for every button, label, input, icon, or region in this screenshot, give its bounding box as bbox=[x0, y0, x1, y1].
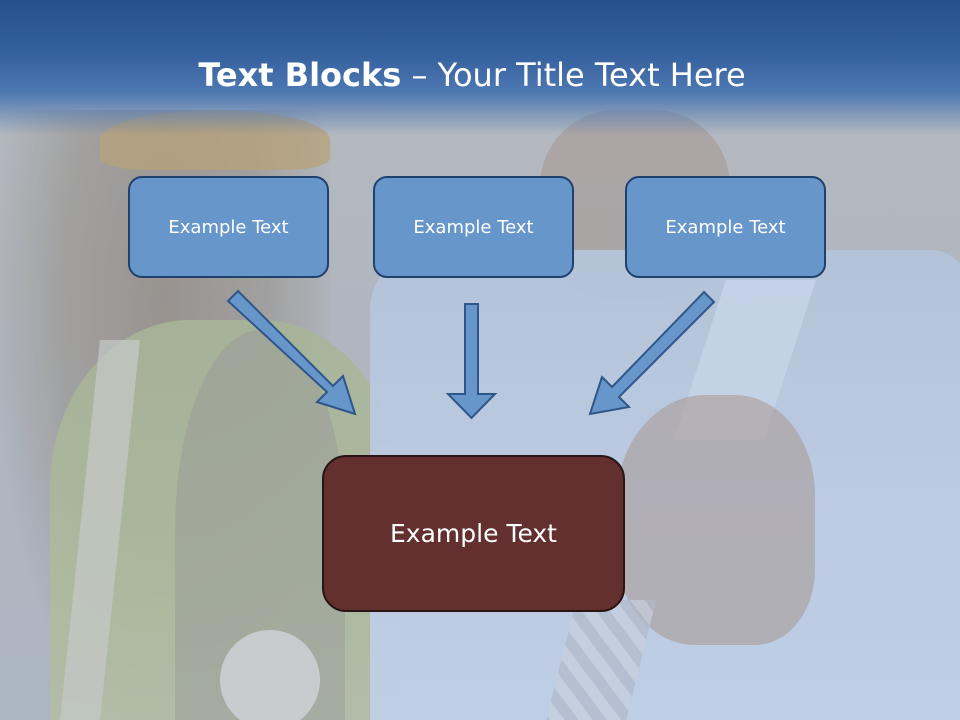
arrow-center bbox=[445, 303, 498, 420]
arrow-right bbox=[588, 290, 716, 416]
top-box-1: Example Text bbox=[128, 176, 329, 278]
slide-title: Text Blocks – Your Title Text Here bbox=[0, 56, 944, 94]
arrow-left bbox=[226, 289, 357, 416]
title-dash: – bbox=[401, 56, 438, 94]
background-rolled-plans bbox=[220, 630, 320, 720]
top-box-3: Example Text bbox=[625, 176, 826, 278]
title-rest: Your Title Text Here bbox=[437, 56, 746, 94]
title-bar: Text Blocks – Your Title Text Here bbox=[0, 0, 960, 135]
title-bold: Text Blocks bbox=[198, 56, 402, 94]
center-box: Example Text bbox=[322, 455, 625, 612]
top-box-2: Example Text bbox=[373, 176, 574, 278]
